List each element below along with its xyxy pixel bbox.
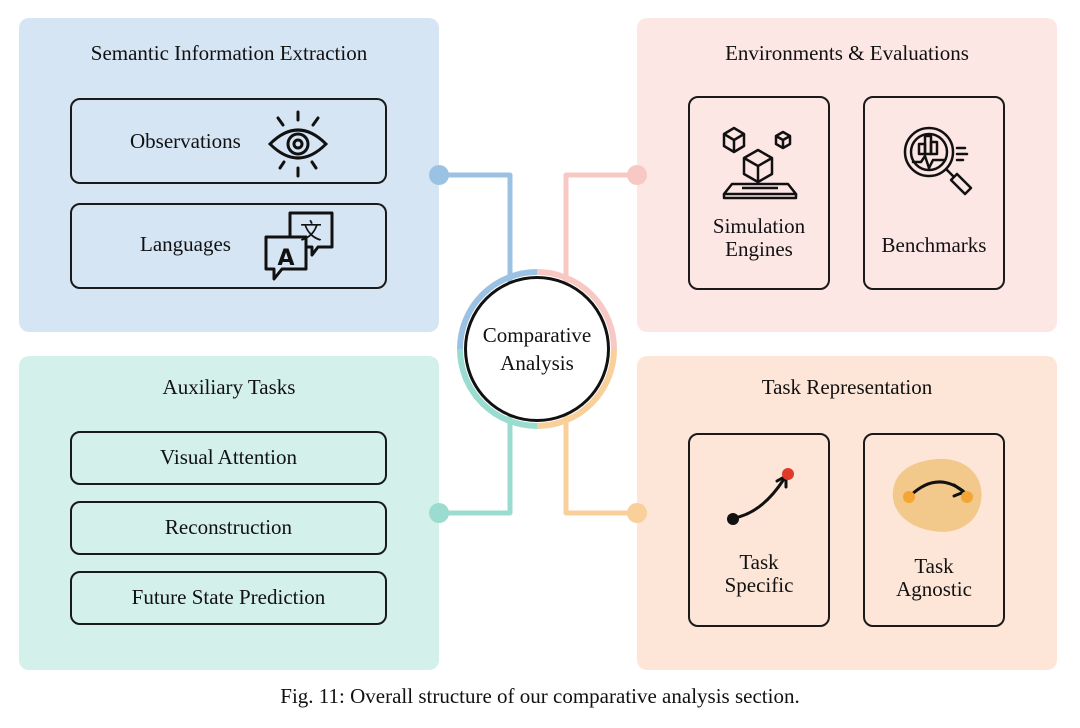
simulation-engines-card: Simulation Engines [688, 96, 830, 290]
connector-dot-auxiliary [429, 503, 449, 523]
arrow-trajectory-icon [727, 468, 794, 525]
benchmarks-card: Benchmarks [863, 96, 1005, 290]
environments-title: Environments & Evaluations [725, 41, 969, 65]
future-state-prediction-label: Future State Prediction [131, 585, 326, 609]
task-agnostic-label-line1: Task [914, 554, 954, 578]
connector-task [563, 405, 639, 516]
hub-ring-orange [536, 348, 617, 429]
connector-dot-semantic [429, 165, 449, 185]
hub-ring-blue [457, 269, 538, 350]
hub-ring-teal [457, 348, 538, 429]
svg-text:文: 文 [300, 220, 322, 245]
simulation-engines-label-line1: Simulation [712, 214, 806, 238]
simulation-engines-label-line2: Engines [725, 237, 793, 261]
connector-dot-environments [627, 165, 647, 185]
translate-speech-bubbles-icon: 文 A [264, 211, 334, 281]
comparative-analysis-hub: Comparative Analysis [464, 276, 610, 422]
observations-card: Observations [70, 98, 387, 184]
semantic-title: Semantic Information Extraction [90, 41, 368, 65]
hub-ring-pink [536, 269, 617, 350]
observations-label: Observations [130, 129, 241, 153]
reconstruction-card: Reconstruction [70, 501, 387, 555]
task-agnostic-card: Task Agnostic [863, 433, 1005, 627]
task-agnostic-label-line2: Agnostic [896, 577, 972, 601]
task-specific-label-line2: Specific [724, 573, 794, 597]
connector-auxiliary [437, 405, 513, 516]
future-state-prediction-card: Future State Prediction [70, 571, 387, 625]
blob-arrow-icon [892, 458, 982, 532]
languages-card: Languages 文 A [70, 203, 387, 289]
svg-text:A: A [277, 246, 294, 271]
auxiliary-panel: Auxiliary Tasks [19, 356, 439, 670]
visual-attention-label: Visual Attention [160, 445, 297, 469]
connector-dot-task [627, 503, 647, 523]
task-panel: Task Representation [637, 356, 1057, 670]
task-specific-label-line1: Task [739, 550, 779, 574]
benchmarks-label: Benchmarks [881, 233, 987, 257]
magnifier-chart-icon [903, 126, 973, 196]
visual-attention-card: Visual Attention [70, 431, 387, 485]
eye-icon [267, 110, 329, 178]
connector-semantic [437, 172, 513, 293]
reconstruction-label: Reconstruction [164, 515, 293, 539]
auxiliary-title: Auxiliary Tasks [162, 375, 296, 399]
task-title: Task Representation [761, 375, 933, 399]
hub-label-line1: Comparative [482, 322, 592, 347]
environments-panel: Environments & Evaluations [637, 18, 1057, 332]
cubes-platform-icon [722, 126, 798, 200]
task-specific-card: Task Specific [688, 433, 830, 627]
languages-label: Languages [140, 232, 231, 256]
semantic-panel: Semantic Information Extraction [19, 18, 439, 332]
connector-environments [563, 172, 639, 293]
figure-caption: Fig. 11: Overall structure of our compar… [280, 684, 800, 708]
hub-label-line2: Analysis [500, 351, 574, 375]
